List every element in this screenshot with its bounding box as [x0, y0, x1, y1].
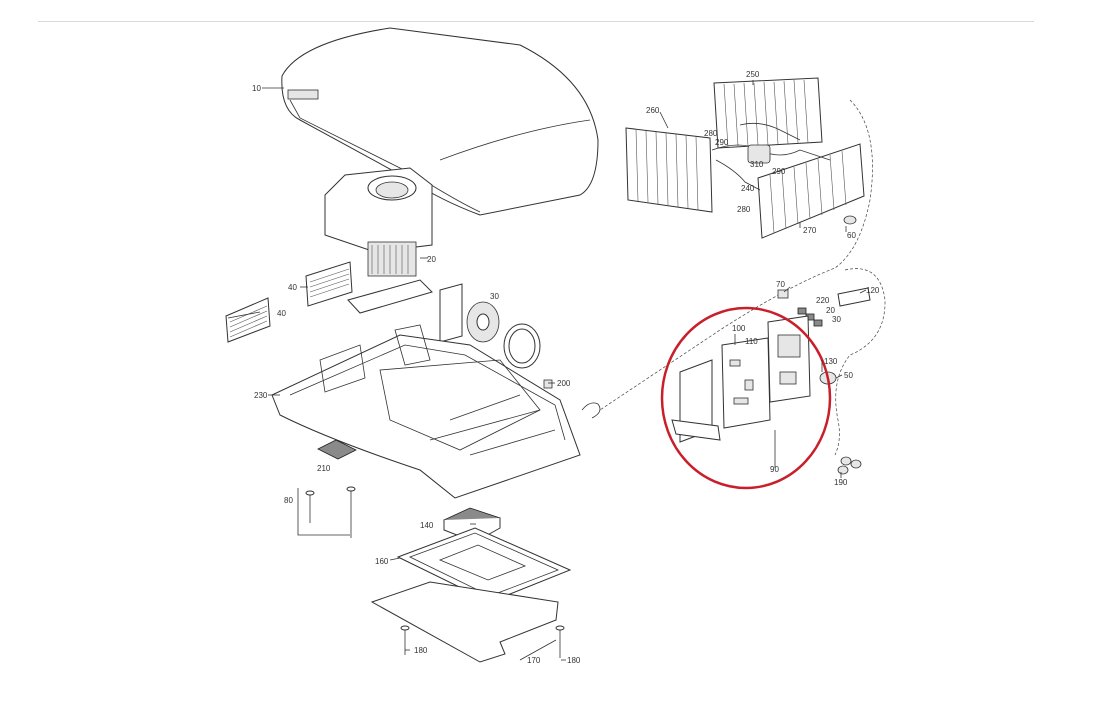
- compressor-assembly-part: [711, 122, 857, 225]
- coil-left-part: [625, 127, 713, 213]
- callout-290-top: 290: [715, 138, 729, 147]
- callout-170: 170: [527, 656, 541, 665]
- callout-10: 10: [252, 84, 261, 93]
- connectors-part: [777, 287, 871, 327]
- callout-230: 230: [254, 391, 268, 400]
- callout-130: 130: [824, 357, 838, 366]
- cover-shroud-part: [281, 27, 599, 216]
- callout-140: 140: [420, 521, 434, 530]
- callout-labels: 10 20 30 40 40 230 200 210 80 140 160 17…: [252, 70, 880, 665]
- callout-110: 110: [745, 337, 758, 346]
- callout-80: 80: [284, 496, 293, 505]
- grille-lower-part: [225, 297, 271, 343]
- callout-200: 200: [557, 379, 571, 388]
- highlight-circle: [660, 306, 832, 490]
- callout-180-left: 180: [414, 646, 428, 655]
- callout-260: 260: [646, 106, 660, 115]
- callout-30-control: 30: [832, 315, 841, 324]
- callout-50: 50: [844, 371, 853, 380]
- callout-310: 310: [750, 160, 764, 169]
- callout-30-fan: 30: [490, 292, 499, 301]
- fuses-part: [837, 456, 862, 475]
- callout-220: 220: [816, 296, 830, 305]
- fan-wheel-part: [466, 301, 500, 343]
- control-bracket-part: [767, 315, 811, 403]
- bolts-part: [297, 486, 356, 538]
- control-board-part: [721, 337, 771, 429]
- callout-210: 210: [317, 464, 331, 473]
- callout-120: 120: [866, 286, 880, 295]
- motor-bracket-part: [347, 279, 463, 343]
- callout-90: 90: [770, 465, 779, 474]
- ceiling-plate-part: [370, 581, 565, 663]
- callout-20-control: 20: [826, 306, 835, 315]
- callout-40-lower: 40: [277, 309, 286, 318]
- callout-40-upper: 40: [288, 283, 297, 292]
- coil-right-part: [757, 143, 865, 239]
- callout-70: 70: [776, 280, 785, 289]
- callout-240: 240: [741, 184, 755, 193]
- blower-housing-part: [324, 167, 433, 277]
- callout-290-right: 290: [772, 167, 786, 176]
- base-pan-part: [271, 324, 581, 499]
- wire-harness: [599, 99, 873, 411]
- top-divider: [38, 21, 1034, 22]
- callout-190: 190: [834, 478, 848, 487]
- coil-top-part: [713, 77, 823, 149]
- clip-part: [543, 379, 601, 419]
- gasket-square-part: [317, 439, 357, 460]
- callout-60: 60: [847, 231, 856, 240]
- leader-lines: [227, 80, 867, 661]
- callout-180-right: 180: [567, 656, 581, 665]
- callout-160: 160: [375, 557, 389, 566]
- callout-270: 270: [803, 226, 817, 235]
- callout-280-top: 280: [704, 129, 718, 138]
- callout-280-bottom: 280: [737, 205, 751, 214]
- wire-harness-right: [834, 268, 886, 456]
- callout-250: 250: [746, 70, 760, 79]
- grille-upper-part: [305, 261, 353, 307]
- fan-ring-part: [503, 323, 541, 369]
- control-box-cover-part: [671, 359, 721, 443]
- callout-20-blower: 20: [427, 255, 436, 264]
- callout-100: 100: [732, 324, 746, 333]
